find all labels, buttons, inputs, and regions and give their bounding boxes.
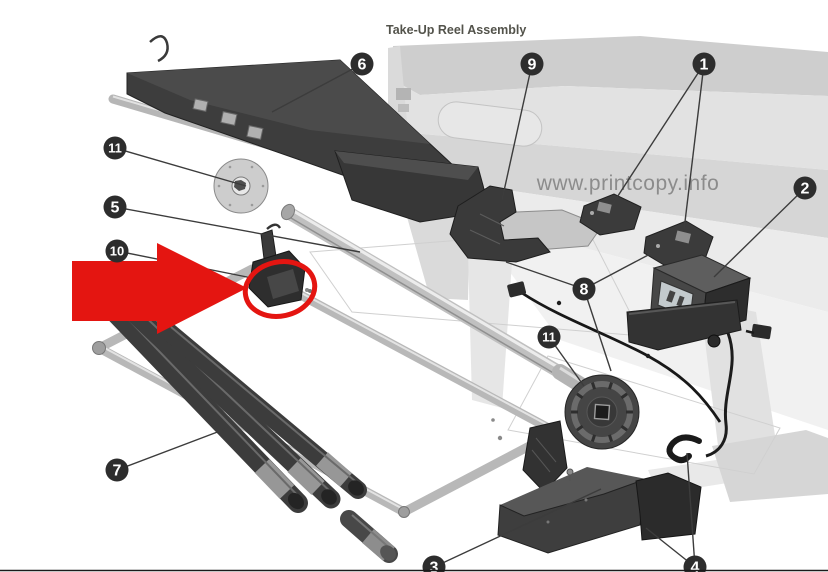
svg-text:8: 8 (580, 282, 589, 299)
callout-leader-3 (433, 488, 602, 568)
callout-7: 7 (105, 458, 129, 482)
callout-leader-4 (686, 452, 696, 568)
callout-9: 9 (520, 52, 544, 76)
part-spindle-hub (564, 374, 640, 450)
part-module-tray (626, 299, 742, 351)
callout-1: 1 (692, 52, 716, 76)
callout-6: 6 (350, 52, 374, 76)
frame-corner-bracket (522, 420, 568, 493)
highlight-circle (242, 259, 318, 319)
ghost-sensor-housing (712, 430, 828, 502)
callout-leader-5 (114, 206, 361, 253)
callout-leader-lines (114, 63, 806, 568)
callout-4: 4 (683, 555, 707, 572)
callout-leader-6 (271, 63, 363, 113)
hook-wire (149, 35, 169, 63)
part-support-bracket (449, 185, 603, 263)
highlight-arrow (72, 243, 247, 334)
svg-text:4: 4 (691, 560, 700, 572)
callout-11: 11 (537, 325, 561, 349)
part-cable-harness (507, 281, 722, 423)
svg-text:2: 2 (801, 181, 810, 198)
svg-text:5: 5 (111, 200, 120, 217)
svg-text:1: 1 (700, 57, 709, 74)
callout-leader-7 (116, 427, 229, 471)
callout-11: 11 (103, 136, 127, 160)
part-spindle-tubes (94, 291, 367, 513)
svg-text:3: 3 (430, 560, 439, 572)
part-module-cable (705, 323, 772, 458)
part-spindle-disc (213, 158, 269, 214)
callout-3: 3 (422, 555, 446, 572)
part-hook (666, 434, 702, 464)
callout-leader-11 (114, 147, 247, 187)
callout-leader-9 (501, 63, 533, 201)
part-sensor-housing (497, 467, 702, 554)
callout-5: 5 (103, 195, 127, 219)
part-spindle (280, 203, 597, 397)
callout-8: 8 (572, 277, 596, 301)
callout-2: 2 (793, 176, 817, 200)
svg-text:9: 9 (528, 57, 537, 74)
svg-text:7: 7 (113, 463, 122, 480)
svg-text:6: 6 (358, 57, 367, 74)
part-upper-assembly (108, 35, 491, 223)
callout-leader-1 (611, 63, 705, 206)
svg-text:11: 11 (542, 330, 556, 345)
callout-leader-8 (505, 261, 585, 290)
callout-bubbles: 1 2 3 4 5 6 7 8 9 10 11 11 (103, 52, 817, 572)
part-mount-bracket-left (579, 193, 642, 236)
callout-leader-1 (683, 63, 705, 231)
watermark: www.printcopy.info (536, 172, 720, 195)
svg-text:11: 11 (108, 141, 122, 156)
callout-leader-8 (583, 288, 612, 372)
svg-text:10: 10 (110, 244, 124, 259)
part-spindle-tube-short (340, 510, 398, 563)
page-title: Take-Up Reel Assembly (386, 23, 526, 37)
callout-leader-8 (583, 252, 653, 290)
callout-leader-2 (713, 187, 806, 278)
callout-10: 10 (105, 239, 129, 263)
